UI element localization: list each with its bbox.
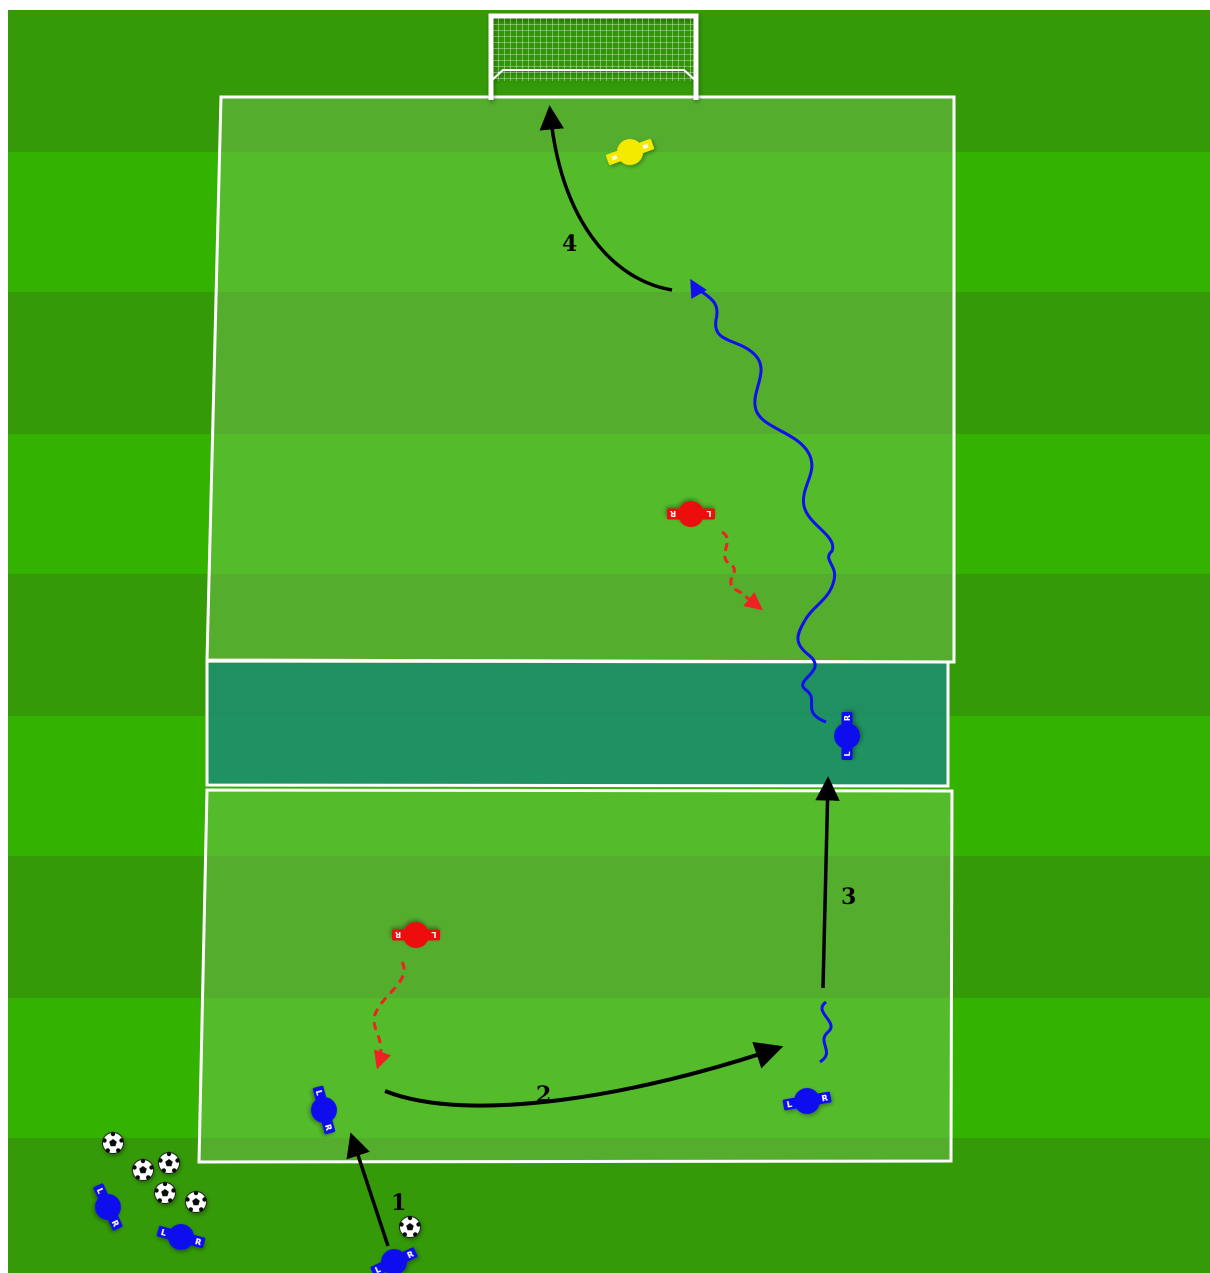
left-mark-text: L <box>431 930 436 939</box>
neutral-zone <box>207 661 948 786</box>
step-label-3: 3 <box>841 884 856 910</box>
left-mark-text: L <box>843 751 852 756</box>
soccer-ball-icon <box>102 1132 123 1154</box>
right-mark-text: R <box>670 509 676 518</box>
soccer-ball-icon <box>185 1191 206 1213</box>
right-mark-text: R <box>843 715 852 721</box>
soccer-ball-icon <box>132 1159 153 1181</box>
step-label-1: 1 <box>391 1190 406 1216</box>
soccer-ball-icon <box>154 1182 175 1204</box>
soccer-ball-icon <box>158 1152 179 1174</box>
attacking-zone <box>207 97 954 662</box>
left-mark-text: L <box>706 509 711 518</box>
step-label-4: 4 <box>562 231 577 257</box>
right-mark-text: R <box>395 930 401 939</box>
soccer-ball-icon <box>399 1216 420 1238</box>
step-label-2: 2 <box>536 1082 551 1108</box>
